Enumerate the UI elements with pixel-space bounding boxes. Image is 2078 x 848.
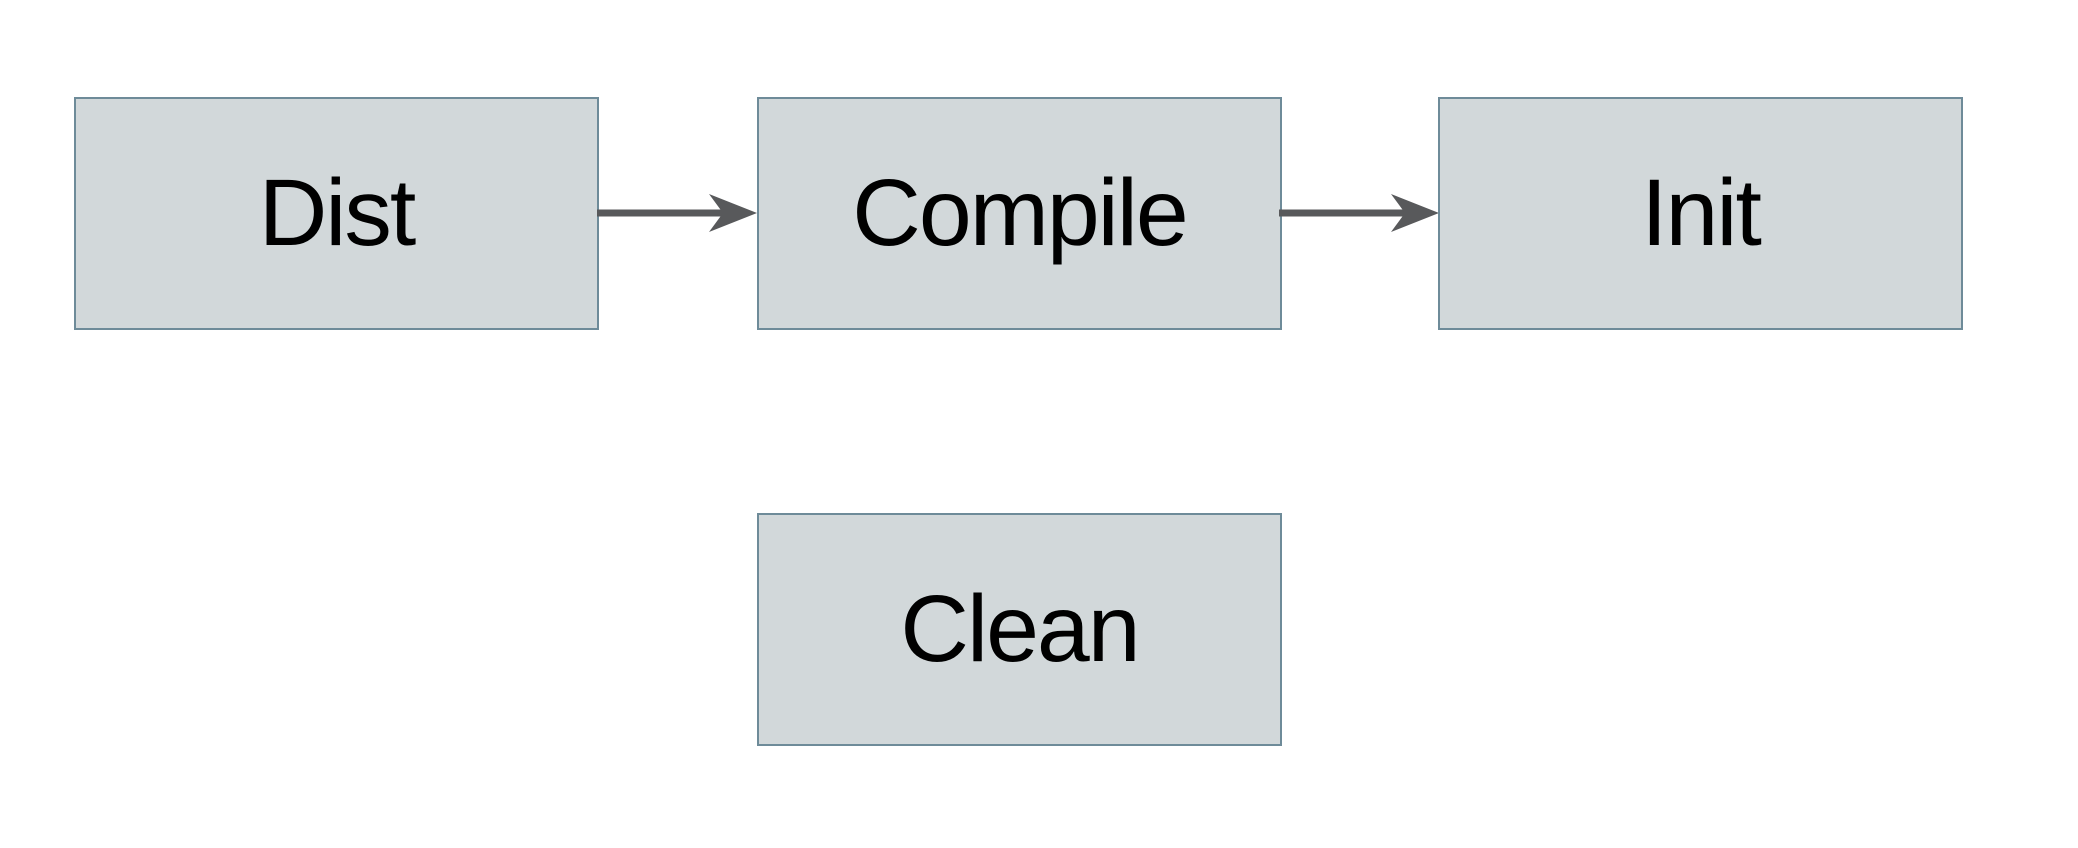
arrowhead-icon — [1391, 194, 1439, 232]
node-dist-label: Dist — [258, 160, 417, 266]
arrow-compile-to-init — [1279, 194, 1439, 232]
node-clean[interactable]: Clean — [757, 513, 1282, 746]
node-clean-label: Clean — [900, 576, 1140, 682]
arrowhead-icon — [709, 194, 757, 232]
node-init-label: Init — [1641, 160, 1762, 266]
node-compile-label: Compile — [852, 160, 1188, 266]
arrow-dist-to-compile — [597, 194, 757, 232]
node-init[interactable]: Init — [1438, 97, 1963, 330]
node-dist[interactable]: Dist — [74, 97, 599, 330]
node-compile[interactable]: Compile — [757, 97, 1282, 330]
